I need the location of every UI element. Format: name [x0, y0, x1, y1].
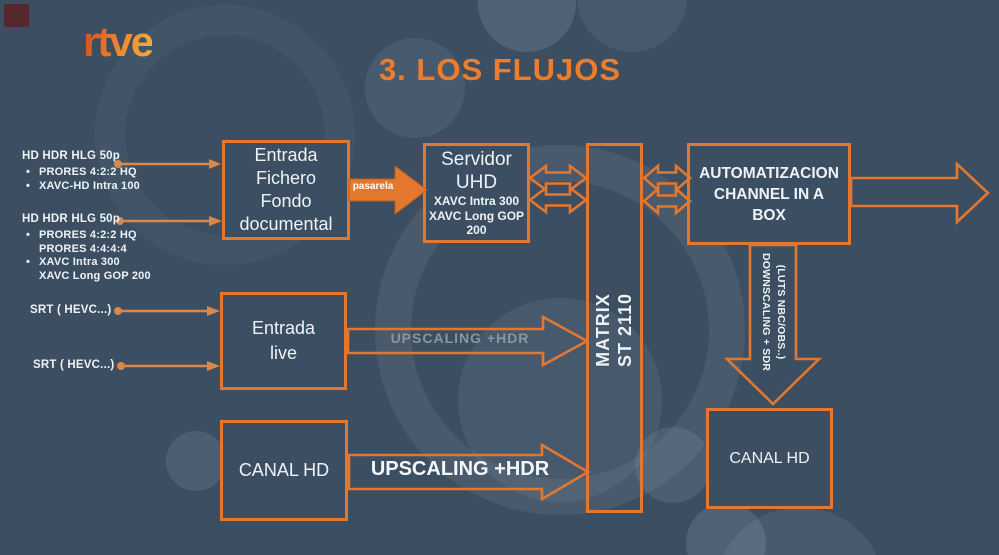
decor-circle [166, 431, 226, 491]
decor-circle [635, 427, 711, 503]
pasarela-label: pasarela [352, 181, 394, 192]
upscaling-hd-label: UPSCALING +HDR [370, 458, 550, 480]
box-matrix-st2110 [586, 143, 643, 513]
box-subline: 200 [466, 223, 487, 238]
box-subline: XAVC Intra 300 [433, 194, 520, 209]
input-label-line: PRORES 4:4:4:4 [39, 242, 127, 255]
pasarela-arrow [348, 165, 428, 215]
connector-arrow-srt-2 [117, 361, 220, 371]
box-canal-hd-right: CANAL HD [706, 408, 833, 509]
box-entrada-fichero: Entrada Fichero Fondo documental [222, 140, 350, 240]
box-line: documental [239, 214, 333, 234]
decor-circle [577, 0, 687, 52]
input-label-line: XAVC Intra 300 [22, 256, 151, 270]
box-entrada-live: Entrada live [220, 292, 347, 390]
bidirectional-arrow [527, 185, 589, 215]
box-line: Entrada [251, 318, 316, 338]
bidirectional-arrow [642, 186, 692, 216]
input-label-line: PRORES 4:2:2 HQ [22, 166, 140, 180]
decor-circle [478, 0, 576, 52]
matrix-label-line: ST 2110 [615, 292, 635, 368]
box-line: live [269, 343, 297, 363]
matrix-label: MATRIX ST 2110 [591, 250, 637, 410]
box-subline: XAVC Long GOP [428, 208, 525, 223]
downscaling-label-line: (LUTS NBC/OBS..) [775, 264, 787, 360]
box-line: Fichero [255, 168, 317, 188]
upscaling-live-label: UPSCALING +HDR [390, 330, 530, 346]
box-line: CANAL HD [729, 449, 810, 467]
input-label-header: HD HDR HLG 50p [22, 150, 121, 162]
downscaling-label: DOWNSCALING + SDR (LUTS NBC/OBS..) [756, 237, 790, 387]
downscaling-arrow [723, 243, 823, 406]
rtve-logo: rtve [83, 18, 154, 65]
corner-mark [4, 4, 29, 27]
matrix-label-line: MATRIX [593, 293, 613, 367]
input-label-srt-2: SRT ( HEVC...) [33, 359, 115, 371]
box-line: Entrada [254, 145, 318, 165]
input-label-srt-1: SRT ( HEVC...) [30, 304, 112, 316]
decor-circle [458, 298, 662, 502]
input-label-file-group-1: HD HDR HLG 50p PRORES 4:2:2 HQ XAVC-HD I… [22, 150, 140, 193]
input-label-line: XAVC-HD Intra 100 [22, 180, 140, 194]
downscaling-label-line: DOWNSCALING + SDR [760, 252, 772, 372]
box-line: Fondo [260, 191, 312, 211]
box-line: CANAL HD [238, 460, 330, 480]
input-label-file-group-2: HD HDR HLG 50p PRORES 4:2:2 HQ PRORES 4:… [22, 213, 151, 283]
box-automatizacion: AUTOMATIZACION CHANNEL IN A BOX [687, 143, 851, 245]
box-line: Servidor [441, 149, 512, 171]
output-right-arrow [849, 161, 990, 225]
box-line: BOX [752, 206, 786, 224]
connector-arrow-srt-1 [114, 306, 220, 316]
box-line: AUTOMATIZACION [699, 164, 839, 182]
upscaling-hd-arrow [347, 442, 591, 502]
box-servidor-uhd: Servidor UHD XAVC Intra 300 XAVC Long GO… [423, 143, 530, 243]
input-label-header: HD HDR HLG 50p [22, 213, 121, 225]
connector-arrow-file-2 [116, 216, 222, 226]
decor-circle [365, 38, 465, 138]
box-line: CHANNEL IN A [713, 185, 825, 203]
input-label-line: XAVC Long GOP 200 [39, 269, 151, 282]
bidirectional-arrow [642, 163, 692, 193]
slide-title: 3. LOS FLUJOS [378, 52, 622, 87]
input-label-line: PRORES 4:2:2 HQ [22, 229, 151, 243]
box-line: UHD [455, 172, 498, 194]
bidirectional-arrow [527, 163, 589, 193]
upscaling-live-arrow [346, 314, 590, 368]
box-canal-hd-left: CANAL HD [220, 420, 348, 521]
